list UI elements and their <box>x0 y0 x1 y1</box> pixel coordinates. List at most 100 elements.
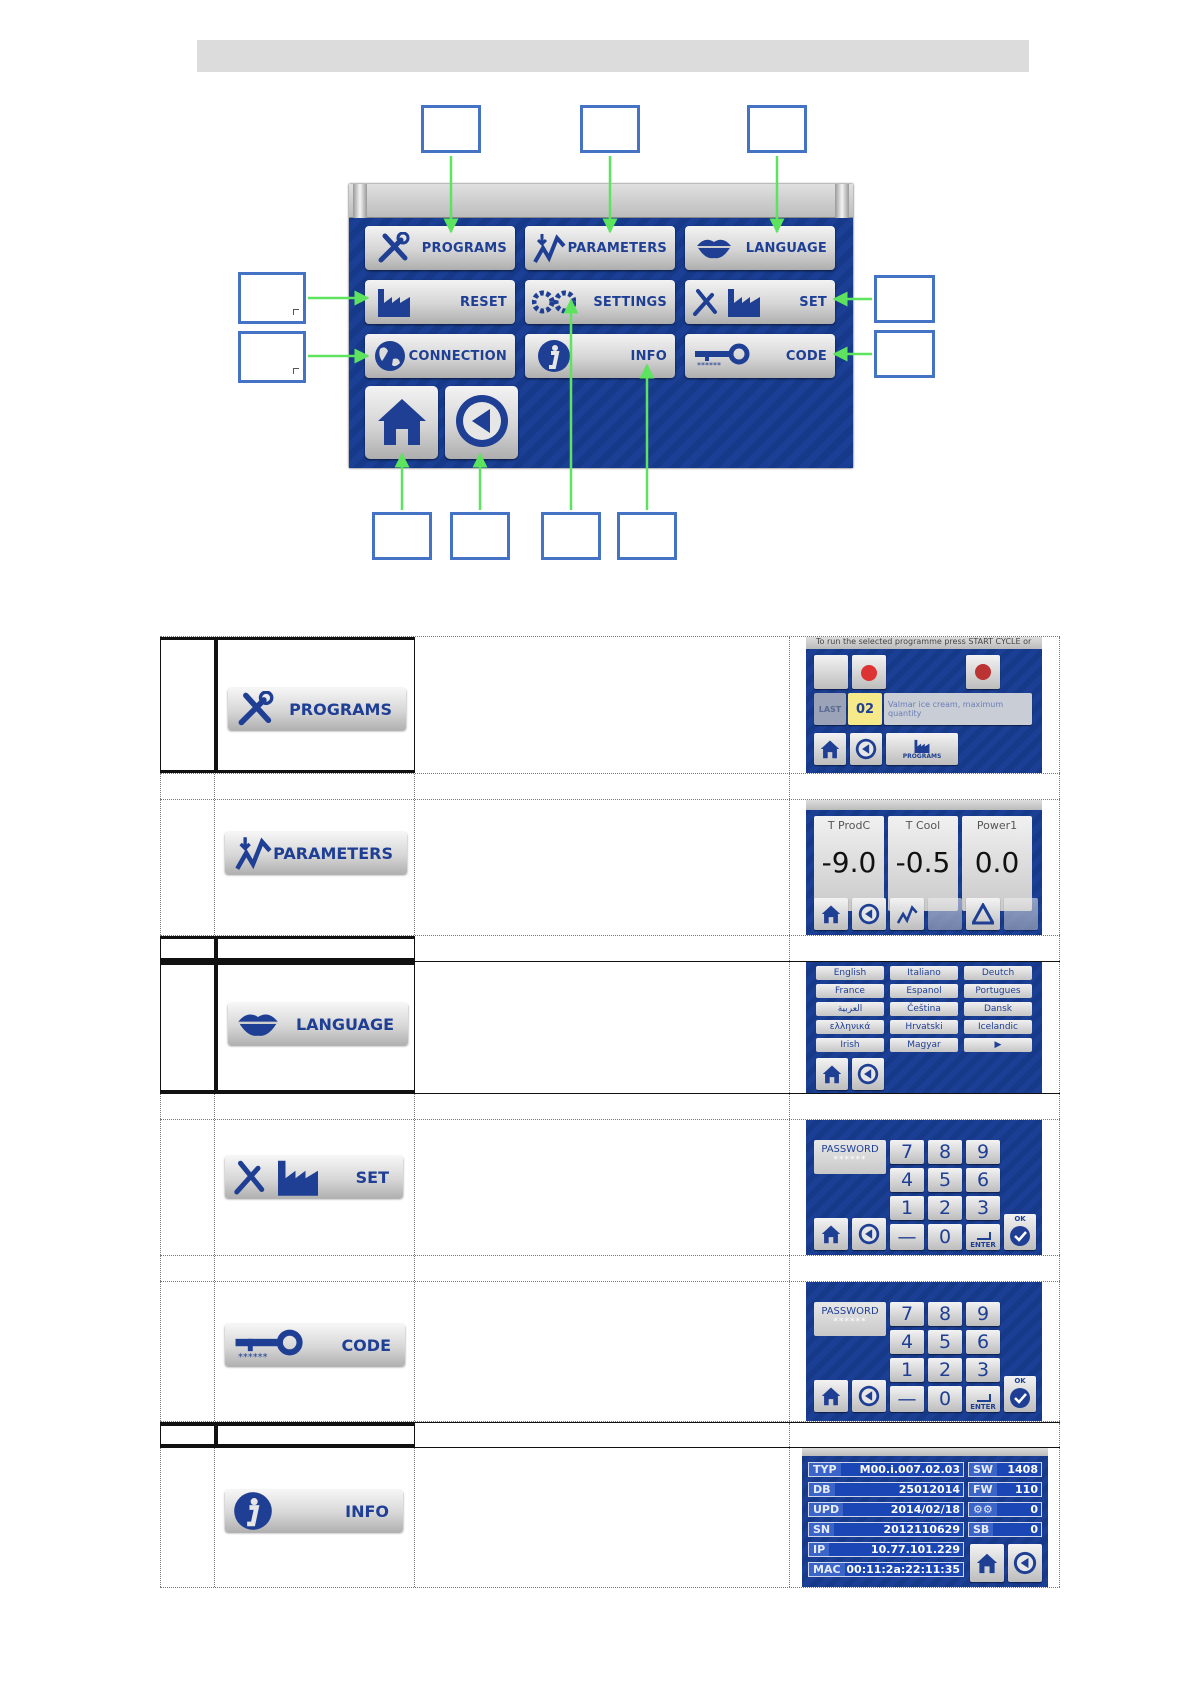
callout-back <box>450 512 510 560</box>
back-icon <box>858 1223 880 1245</box>
bracket-mark <box>293 309 299 315</box>
info-key: DB <box>809 1483 835 1496</box>
bracket-mark <box>293 368 299 374</box>
settings-label: SETTINGS <box>593 294 667 310</box>
preview-programs-label: PROGRAMS <box>902 752 942 760</box>
language-option: Icelandic <box>964 1020 1032 1034</box>
callout-settings <box>541 512 601 560</box>
info-table-label: INFO <box>345 1501 389 1521</box>
info-button[interactable]: INFO <box>525 334 675 378</box>
info-label: INFO <box>630 348 667 364</box>
language-preview: English Italiano Deutch France Espanol P… <box>806 962 1042 1093</box>
keypad-key: 5 <box>928 1168 962 1192</box>
home-button[interactable] <box>365 386 438 459</box>
keypad-key: 4 <box>890 1330 924 1354</box>
tools-factory-icon <box>691 284 765 320</box>
callout-info <box>617 512 677 560</box>
back-icon <box>858 903 880 925</box>
info-value: 110 <box>1015 1483 1038 1496</box>
info-value: 00:11:2a:22:11:35 <box>846 1563 960 1576</box>
main-menu-screen: PROGRAMS PARAMETERS LANGUAGE RESET SETTI… <box>349 184 853 468</box>
set-button[interactable]: SET <box>685 280 835 324</box>
param-name: T ProdC <box>827 819 871 832</box>
preview-last: LAST <box>814 693 846 725</box>
back-icon <box>857 1063 879 1085</box>
home-icon <box>822 1065 842 1084</box>
param-tile: T Cool-0.5 <box>888 816 958 911</box>
info-value: M00.i.007.02.03 <box>859 1463 960 1476</box>
alarm-icon <box>972 903 994 925</box>
code-button[interactable]: ****** CODE <box>685 334 835 378</box>
table-row-code: ****** CODE PASSWORD****** 7 8 9 4 5 6 1… <box>160 1282 1060 1422</box>
reset-button[interactable]: RESET <box>365 280 515 324</box>
back-icon <box>855 738 877 760</box>
preview-back-button <box>852 1380 886 1412</box>
set-table-button: SET <box>225 1156 403 1198</box>
language-option: Magyar <box>890 1038 958 1052</box>
parameters-button[interactable]: PARAMETERS <box>525 226 675 270</box>
parameters-icon <box>531 230 568 266</box>
bar-handle-left <box>353 184 367 218</box>
keypad-key: 8 <box>928 1302 962 1326</box>
language-button[interactable]: LANGUAGE <box>685 226 835 270</box>
connection-button[interactable]: CONNECTION <box>365 334 515 378</box>
info-key: MAC <box>809 1563 845 1576</box>
code-label: CODE <box>785 348 827 364</box>
info-value: 10.77.101.229 <box>870 1543 960 1556</box>
set-password-preview: PASSWORD****** 7 8 9 4 5 6 1 2 3 — 0 ENT… <box>806 1120 1042 1255</box>
callout-parameters <box>580 105 640 153</box>
tools-factory-icon <box>234 1160 318 1196</box>
back-icon <box>1013 1551 1037 1575</box>
param-value: 0.0 <box>974 846 1020 879</box>
tools-icon <box>371 230 417 266</box>
keypad-key: 4 <box>890 1168 924 1192</box>
callout-set <box>874 275 935 323</box>
enter-icon <box>977 1232 991 1240</box>
info-key: SW <box>969 1463 998 1476</box>
info-value: 0 <box>1030 1523 1038 1536</box>
parameters-table-button: PARAMETERS <box>225 832 407 874</box>
globe-icon <box>371 338 409 374</box>
back-button[interactable] <box>445 386 518 459</box>
keypad-key: 1 <box>890 1196 924 1220</box>
reset-label: RESET <box>459 294 507 310</box>
preview-parameters-button <box>890 898 924 930</box>
keypad-key-minus: — <box>890 1386 924 1412</box>
factory-icon <box>914 739 930 753</box>
programs-button[interactable]: PROGRAMS <box>365 226 515 270</box>
fruit-icon <box>861 665 877 681</box>
check-icon <box>1010 1226 1030 1246</box>
table-separator <box>160 1256 1060 1282</box>
language-table-button: LANGUAGE <box>228 1003 408 1045</box>
password-box: PASSWORD****** <box>814 1302 886 1336</box>
preview-home-button <box>814 1218 848 1250</box>
info-value: 2014/02/18 <box>890 1503 960 1516</box>
info-icon <box>234 1492 272 1530</box>
lips-icon <box>238 1014 278 1036</box>
keypad-key: 9 <box>966 1140 1000 1164</box>
preview-home-button <box>814 898 848 930</box>
table-separator <box>160 1094 1060 1120</box>
key-icon: ****** <box>235 1329 303 1361</box>
keypad-key: 7 <box>890 1140 924 1164</box>
preview-hint: To run the selected programme press STAR… <box>806 637 1042 649</box>
info-table-button: INFO <box>225 1490 403 1532</box>
ok-label: OK <box>1014 1377 1026 1385</box>
info-key: SB <box>969 1523 994 1536</box>
factory-icon <box>371 284 417 320</box>
table-row-programs: PROGRAMS To run the selected programme p… <box>160 636 1060 774</box>
settings-button[interactable]: SETTINGS <box>525 280 675 324</box>
home-icon <box>821 1225 841 1244</box>
language-option: العربية <box>816 1002 884 1016</box>
keypad-key: 9 <box>966 1302 1000 1326</box>
callout-programs <box>421 105 481 153</box>
home-icon <box>374 395 430 451</box>
preview-back-button <box>850 733 882 765</box>
